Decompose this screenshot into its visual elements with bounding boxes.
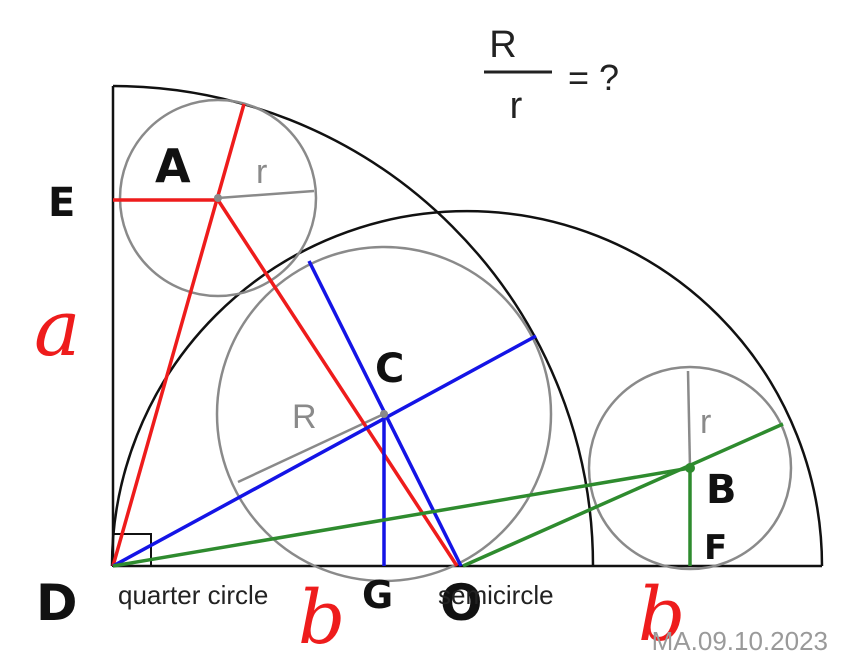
radius-r-top (217, 189, 315, 200)
center-dot-C (380, 410, 388, 418)
side-label-a: a (34, 284, 81, 374)
side-label-b-right: b (638, 572, 685, 658)
point-label-A: A (155, 139, 191, 193)
semicircle-arc (110, 209, 824, 567)
point-label-O: O (440, 574, 483, 632)
point-label-D: D (36, 574, 78, 632)
formula-denominator: r (510, 85, 523, 127)
radius-r-right (686, 370, 692, 469)
label-R: R (292, 398, 317, 436)
big-circle (215, 245, 553, 583)
red-line-D-tangent (111, 103, 246, 567)
center-dot-A (214, 194, 222, 202)
label-r-top: r (256, 153, 267, 191)
right-angle-mark (112, 533, 152, 567)
point-label-F: F (704, 528, 727, 568)
point-label-C: C (375, 346, 404, 392)
caption-quarter-circle: quarter circle (118, 580, 268, 610)
blue-line-D-C-ext (112, 334, 537, 568)
date-stamp: MA.09.10.2023 (652, 626, 828, 656)
formula-rhs: = ? (568, 57, 619, 98)
label-r-right: r (700, 403, 711, 441)
red-line-A-O (216, 199, 459, 567)
radius-R (237, 412, 385, 484)
small-circle-right (587, 365, 793, 571)
small-circle-top (118, 98, 318, 298)
side-label-b-left: b (298, 575, 345, 661)
green-line-O-tangent (462, 422, 784, 568)
point-label-E: E (48, 180, 75, 226)
point-label-G: G (362, 573, 393, 617)
formula-numerator: R (489, 24, 516, 66)
green-line-D-B (112, 466, 691, 568)
point-label-B: B (706, 467, 737, 513)
center-dot-B (685, 463, 695, 473)
caption-semicircle: semicircle (438, 580, 554, 610)
